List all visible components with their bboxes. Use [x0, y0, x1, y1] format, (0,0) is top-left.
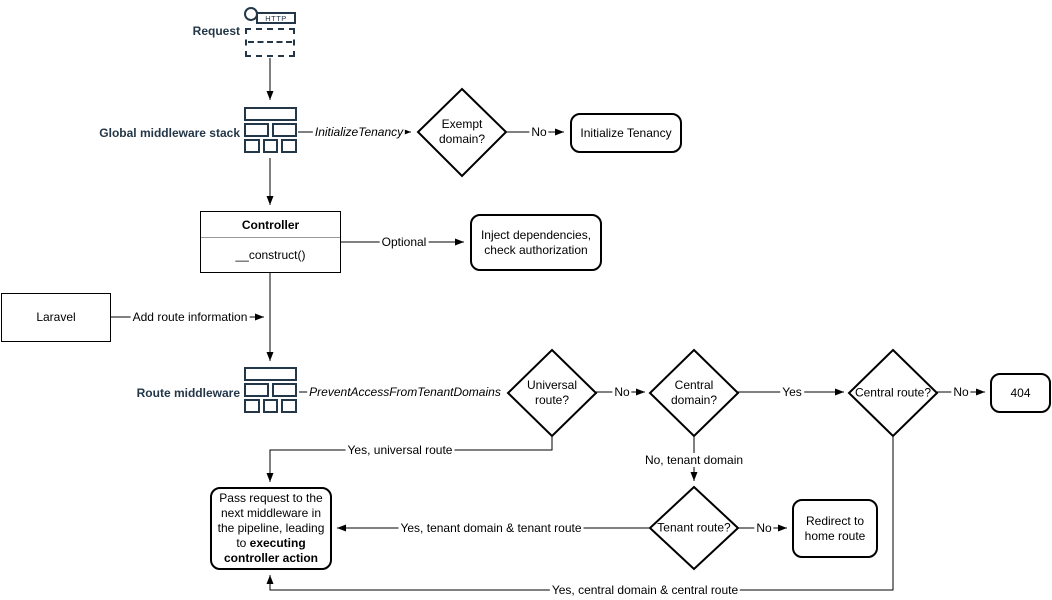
node-label: Pass request to the next middleware in t…: [217, 491, 325, 565]
diamond-universal-route: [506, 348, 598, 438]
node-laravel: Laravel: [1, 293, 111, 342]
node-label: Inject dependencies, check authorization: [480, 227, 592, 257]
node-pass-request: Pass request to the next middleware in t…: [210, 487, 332, 570]
controller-title: Controller: [201, 212, 340, 238]
mw-brick-icon: [244, 107, 297, 121]
node-initialize-tenancy: Initialize Tenancy: [570, 113, 682, 153]
route-middleware-label: Route middleware: [136, 386, 240, 400]
edge-label-tenant-no: No: [754, 521, 774, 535]
node-inject-dependencies: Inject dependencies, check authorization: [470, 214, 602, 271]
node-label: Initialize Tenancy: [580, 125, 672, 140]
edge-label-exempt-no: No: [529, 125, 549, 139]
edge-label-yes-tenant-route: Yes, tenant domain & tenant route: [398, 521, 584, 535]
mw-brick-icon: [281, 399, 298, 413]
node-redirect-home: Redirect to home route: [792, 499, 878, 558]
diamond-label-central-route: Central route?: [854, 385, 932, 400]
diamond-label-central-domain: Central domain?: [670, 378, 718, 407]
edge-label-add-route-information: Add route information: [130, 310, 250, 324]
edge-label-yes-universal-route: Yes, universal route: [345, 443, 455, 457]
edge-label-universal-no: No: [612, 385, 632, 399]
node-label: 404: [1010, 385, 1031, 400]
mw-brick-icon: [262, 139, 279, 153]
route-middleware-stack-icon: [244, 367, 298, 413]
diamond-central-domain: [648, 348, 740, 438]
mw-brick-icon: [244, 139, 260, 153]
controller-method: __construct(): [235, 248, 306, 262]
diamond-central-route: [847, 348, 939, 438]
edge-label-prevent-access: PreventAccessFromTenantDomains: [307, 385, 503, 399]
http-label: HTTP: [256, 12, 296, 24]
diamond-label-exempt-domain: Exempt domain?: [438, 117, 486, 146]
node-label: Laravel: [36, 310, 76, 324]
http-request-icon: HTTP: [244, 5, 298, 57]
edge-label-initialize-tenancy: InitializeTenancy: [312, 125, 406, 139]
node-label: Redirect to home route: [804, 513, 866, 543]
edge-label-central-domain-yes: Yes: [780, 385, 804, 399]
diamond-label-universal-route: Universal route?: [526, 378, 577, 407]
mw-brick-icon: [244, 367, 297, 381]
http-divider: [248, 41, 292, 43]
edge-label-central-route-no: No: [951, 385, 971, 399]
diamond-label-tenant-route: Tenant route?: [657, 520, 731, 535]
mw-brick-icon: [272, 123, 297, 137]
edge-label-yes-central-route: Yes, central domain & central route: [549, 583, 741, 597]
node-controller: Controller __construct(): [200, 211, 341, 273]
http-circle-icon: [244, 7, 258, 21]
global-middleware-label: Global middleware stack: [99, 126, 240, 140]
mw-brick-icon: [244, 399, 260, 413]
diamond-tenant-route: [648, 485, 740, 571]
mw-brick-icon: [281, 139, 298, 153]
mw-brick-icon: [272, 383, 297, 397]
mw-brick-icon: [244, 123, 269, 137]
pass-request-bold: executing controller action: [223, 536, 318, 565]
node-404: 404: [990, 373, 1051, 413]
global-middleware-stack-icon: [244, 107, 298, 153]
diamond-exempt-domain: [416, 87, 508, 178]
http-body-icon: [245, 28, 295, 57]
mw-brick-icon: [262, 399, 279, 413]
edge-label-no-tenant-domain: No, tenant domain: [642, 453, 746, 467]
mw-brick-icon: [244, 383, 269, 397]
edge-label-optional: Optional: [379, 235, 429, 249]
request-label: Request: [192, 24, 240, 38]
